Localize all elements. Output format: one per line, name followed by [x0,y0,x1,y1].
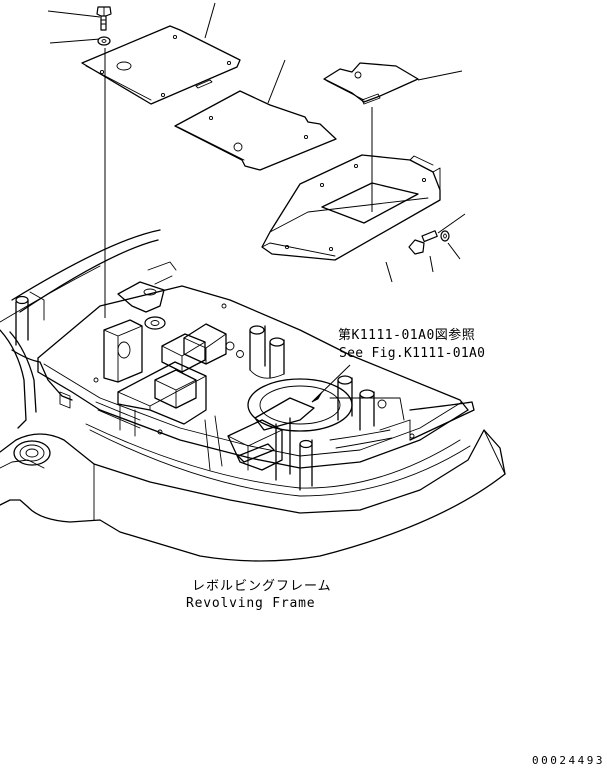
revolving-frame-assembly [0,229,506,562]
reference-note-japanese: 第K1111-01A0図参照 [338,328,476,343]
cover-plate-b [174,90,337,171]
assembly-label-english: Revolving Frame [186,596,316,611]
reference-note-english: See Fig.K1111-01A0 [339,346,486,361]
side-bolt-part [408,230,450,255]
reference-arrow [311,391,323,403]
cover-plate-a [81,25,241,105]
cover-plate-c [323,62,419,105]
assembly-label-japanese: レボルビングフレーム [192,579,332,594]
bolt-part [96,6,112,31]
bracket-plate [261,154,441,261]
washer-part [97,36,111,46]
leader-lines [47,2,466,403]
drawing-number: 00024493 [532,754,605,767]
